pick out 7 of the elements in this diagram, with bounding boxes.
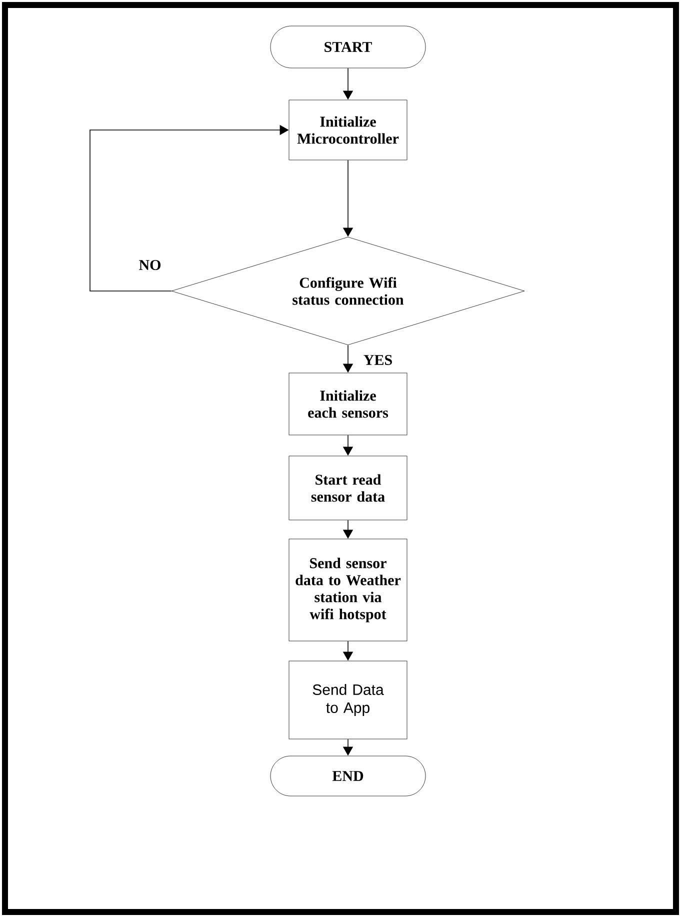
edge-label: YES xyxy=(362,354,394,366)
process-box: Start read sensor data xyxy=(288,456,408,520)
process-box: Initialize Microcontroller xyxy=(288,100,408,160)
process-box: Initialize each sensors xyxy=(288,372,408,436)
process-box: Send Data to App xyxy=(288,660,408,740)
edge-label: NO xyxy=(138,258,162,272)
process-box: Send sensor data to Weather station via wifi hotspot xyxy=(288,538,408,642)
